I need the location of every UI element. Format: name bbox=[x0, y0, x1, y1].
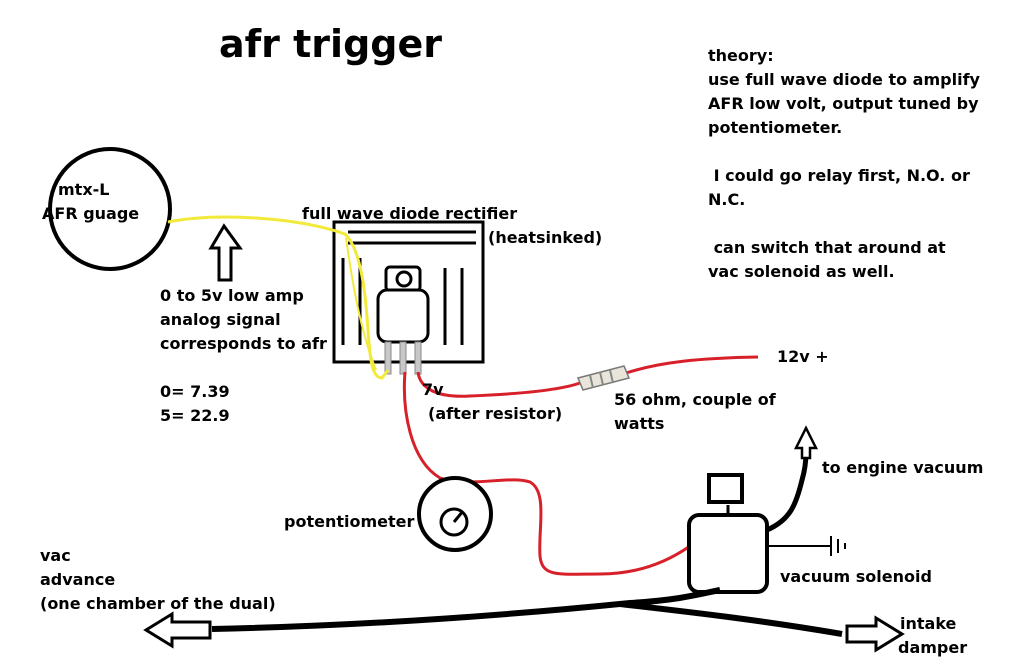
rectifier-body bbox=[376, 288, 430, 344]
signal-wire bbox=[167, 215, 390, 380]
vacuum-solenoid-body bbox=[687, 513, 769, 594]
diagram-title: afr trigger bbox=[219, 22, 442, 66]
heatsink-note: (heatsinked) bbox=[488, 228, 603, 247]
power-wire bbox=[625, 355, 759, 375]
theory-line: use full wave diode to amplify bbox=[708, 70, 980, 89]
vac-advance-label: (one chamber of the dual) bbox=[40, 594, 276, 613]
rectifier-pin bbox=[399, 341, 407, 375]
vac-advance-label: vac bbox=[40, 546, 71, 565]
heatsink-box bbox=[332, 220, 485, 364]
signal-value: 5= 22.9 bbox=[160, 406, 230, 425]
potentiometer-pointer bbox=[452, 510, 465, 523]
theory-line: potentiometer. bbox=[708, 118, 843, 137]
signal-label: analog signal bbox=[160, 310, 281, 329]
vacuum-line-engine bbox=[765, 451, 809, 533]
theory-line: can switch that around at bbox=[708, 238, 946, 257]
engine-vacuum-label: to engine vacuum bbox=[822, 458, 984, 477]
rectifier-pin bbox=[414, 341, 422, 375]
voltage-label: 7v bbox=[422, 380, 444, 399]
right-arrow-icon bbox=[845, 615, 905, 653]
intake-label: intake bbox=[900, 614, 957, 633]
ground-icon bbox=[830, 536, 846, 556]
potentiometer-dial bbox=[439, 507, 469, 537]
theory-line: N.C. bbox=[708, 190, 746, 209]
potentiometer-knob bbox=[417, 476, 493, 552]
left-arrow-icon bbox=[143, 611, 212, 649]
supply-label: 12v + bbox=[777, 347, 829, 366]
rectifier-label: full wave diode rectifier bbox=[302, 204, 518, 223]
voltage-note: (after resistor) bbox=[428, 404, 563, 423]
gauge-label: mtx-L bbox=[58, 180, 110, 199]
power-wire bbox=[416, 371, 581, 398]
theory-line: vac solenoid as well. bbox=[708, 262, 895, 281]
gauge-label: AFR guage bbox=[42, 204, 140, 223]
up-arrow-icon bbox=[208, 223, 243, 282]
rectifier-mount-hole bbox=[395, 270, 413, 288]
solenoid-label: vacuum solenoid bbox=[780, 567, 932, 586]
pot-wire bbox=[402, 371, 691, 576]
signal-wire bbox=[345, 237, 377, 371]
solenoid-top-cap bbox=[707, 473, 744, 504]
vacuum-line-intake bbox=[619, 601, 843, 637]
up-arrow-icon bbox=[793, 425, 819, 460]
resistor-label: watts bbox=[614, 414, 665, 433]
potentiometer-label: potentiometer bbox=[284, 512, 415, 531]
vac-advance-label: advance bbox=[40, 570, 116, 589]
signal-label: 0 to 5v low amp bbox=[160, 286, 304, 305]
rectifier-pin bbox=[384, 341, 392, 375]
theory-line: I could go relay first, N.O. or bbox=[708, 166, 970, 185]
theory-line: theory: bbox=[708, 46, 774, 65]
signal-value: 0= 7.39 bbox=[160, 382, 230, 401]
resistor-label: 56 ohm, couple of bbox=[614, 390, 776, 409]
theory-line: AFR low volt, output tuned by bbox=[708, 94, 979, 113]
signal-label: corresponds to afr bbox=[160, 334, 327, 353]
vacuum-line-main bbox=[211, 587, 721, 632]
intake-label: damper bbox=[898, 638, 968, 657]
afr-gauge-circle bbox=[48, 147, 172, 271]
resistor-icon bbox=[576, 365, 631, 391]
